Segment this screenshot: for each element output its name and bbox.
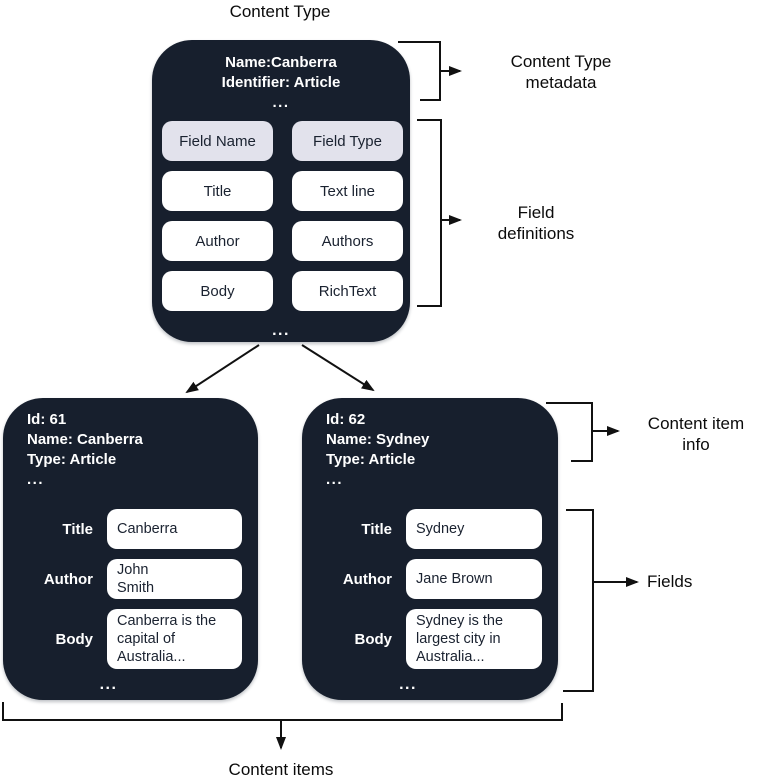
field-value: Canberra — [117, 521, 178, 537]
field-value: Canberra is the capital of Australia... — [117, 613, 217, 665]
field-row-author: Author Jane Brown — [304, 559, 542, 599]
field-value: John Smith — [117, 562, 155, 596]
label-content-items: Content items — [228, 760, 334, 779]
field-label: Author — [342, 570, 392, 588]
field-label: Title — [361, 520, 392, 538]
label-field-definitions: Field definitions — [497, 203, 575, 243]
bracket-field-definitions — [417, 119, 442, 307]
label-fields: Fields — [647, 572, 693, 591]
content-type-box: Name:Canberra Identifier: Article ... Fi… — [152, 40, 410, 342]
field-value-chip: Sydney is the largest city in Australia.… — [406, 609, 542, 669]
field-label: Body — [55, 630, 94, 648]
content-item-type: Type: Article — [27, 451, 117, 468]
field-row-title: Title Canberra — [5, 509, 242, 549]
content-item-info-block: Id: 61 Name: Canberra Type: Article ... — [3, 398, 258, 490]
content-type-name: Name:Canberra — [225, 54, 337, 71]
field-value-chip: Canberra is the capital of Australia... — [107, 609, 242, 669]
field-name-cell: Author — [162, 221, 273, 261]
field-row-author: Author John Smith — [5, 559, 242, 599]
content-item-meta-ellipsis: ... — [326, 471, 344, 488]
field-value: Sydney — [416, 521, 465, 537]
field-type-cell: Text line — [292, 171, 403, 211]
content-item-info-block: Id: 62 Name: Sydney Type: Article ... — [302, 398, 558, 490]
field-value-chip: Canberra — [107, 509, 242, 549]
label-content-item-info: Content item info — [647, 414, 745, 454]
field-value: Jane Brown — [416, 571, 493, 587]
field-type-cell: Authors — [292, 221, 403, 261]
content-type-meta-ellipsis: ... — [272, 94, 290, 111]
field-table-header-name: Field Name — [162, 121, 273, 161]
content-type-fields-ellipsis: ... — [272, 322, 290, 339]
field-row-body: Body Canberra is the capital of Australi… — [5, 609, 242, 669]
content-item-meta-ellipsis: ... — [27, 471, 45, 488]
arrow-to-content-item-1-icon — [185, 344, 260, 394]
content-type-identifier: Identifier: Article — [221, 74, 341, 91]
field-definitions-table: Field Name Field Type Title Text line Au… — [162, 121, 403, 311]
field-table-header-type: Field Type — [292, 121, 403, 161]
label-content-type-metadata: Content Type metadata — [510, 52, 612, 92]
field-label: Body — [354, 630, 393, 648]
content-item-fields-ellipsis: ... — [99, 676, 118, 693]
field-row-title: Title Sydney — [304, 509, 542, 549]
bracket-content-items — [2, 702, 563, 721]
arrow-to-content-item-2-icon — [301, 344, 375, 392]
content-item-fields-ellipsis: ... — [399, 676, 417, 693]
field-value: Sydney is the largest city in Australia.… — [416, 613, 504, 665]
field-label: Title — [62, 520, 93, 538]
bracket-fields — [563, 509, 594, 692]
content-item-id: Id: 62 — [326, 411, 366, 428]
content-item-box-1: Id: 61 Name: Canberra Type: Article ... … — [3, 398, 258, 700]
field-value-chip: John Smith — [107, 559, 242, 599]
diagram-title: Content Type — [229, 2, 331, 21]
field-type-cell: RichText — [292, 271, 403, 311]
content-item-fields: Title Sydney Author Jane Brown Body Sydn… — [304, 509, 542, 679]
field-row-body: Body Sydney is the largest city in Austr… — [304, 609, 542, 669]
content-item-name: Name: Sydney — [326, 431, 430, 448]
content-item-type: Type: Article — [326, 451, 416, 468]
content-item-id: Id: 61 — [27, 411, 67, 428]
content-item-name: Name: Canberra — [27, 431, 143, 448]
field-name-cell: Title — [162, 171, 273, 211]
field-value-chip: Sydney — [406, 509, 542, 549]
content-type-metadata-block: Name:Canberra Identifier: Article ... — [152, 40, 410, 113]
content-item-fields: Title Canberra Author John Smith Body Ca… — [5, 509, 242, 679]
content-item-box-2: Id: 62 Name: Sydney Type: Article ... Ti… — [302, 398, 558, 700]
field-name-cell: Body — [162, 271, 273, 311]
field-value-chip: Jane Brown — [406, 559, 542, 599]
field-label: Author — [43, 570, 93, 588]
